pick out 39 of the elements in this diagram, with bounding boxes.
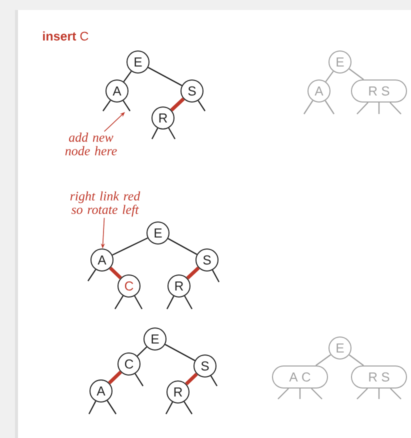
tree-node: A <box>308 80 330 102</box>
tree-node: E <box>328 50 352 74</box>
tree-node: E <box>328 336 352 360</box>
tree-node: E <box>144 328 166 350</box>
annotation: right link red so rotate left <box>70 191 140 217</box>
annotation: add new node here <box>65 132 117 156</box>
tree-link <box>123 70 132 82</box>
tree-node: R S <box>351 80 407 102</box>
tree-link <box>164 344 196 362</box>
tree-link <box>168 238 198 255</box>
tree-node: A C <box>272 366 328 388</box>
tree-node: R <box>152 106 174 130</box>
tree-link <box>136 346 148 356</box>
tree-link <box>348 354 364 366</box>
tree-node: R S <box>351 366 407 388</box>
tree-link <box>186 266 200 280</box>
tree-link <box>108 370 122 384</box>
tree-link <box>112 237 148 256</box>
tree-node: A <box>90 248 114 272</box>
tree-link <box>325 70 334 82</box>
arrow <box>104 112 125 132</box>
tree-link <box>148 66 182 86</box>
tree-node: A <box>90 380 112 402</box>
tree-link <box>109 266 122 280</box>
tree-link <box>316 354 332 366</box>
tree-node: S <box>194 354 216 378</box>
tree-node: C <box>118 274 140 298</box>
tree-link <box>185 372 198 386</box>
tree-node: R <box>168 274 190 298</box>
tree-node: C <box>118 352 140 376</box>
heading: insert C <box>43 31 88 41</box>
tree-node: A <box>106 80 128 102</box>
tree-node: R <box>166 380 190 404</box>
tree-node: E <box>146 222 170 244</box>
tree-node: S <box>180 80 204 102</box>
tree-link <box>170 98 185 112</box>
tree-node: E <box>126 50 150 74</box>
tree-link <box>348 68 364 80</box>
tree-node: S <box>196 248 218 272</box>
